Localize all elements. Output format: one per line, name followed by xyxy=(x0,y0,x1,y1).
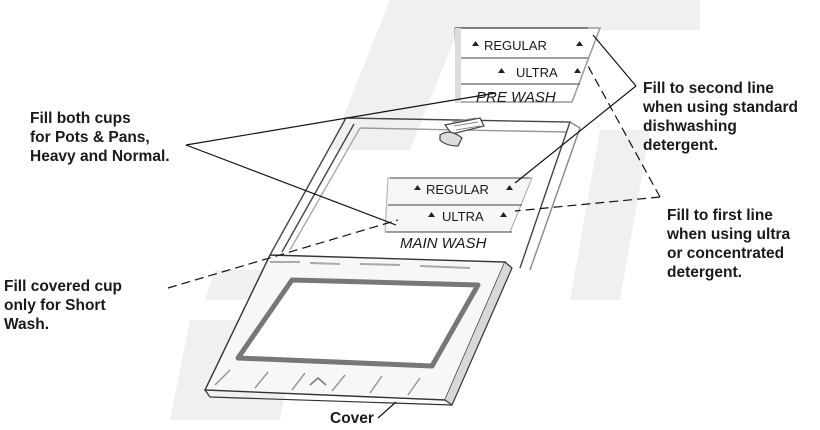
pre-wash-regular-marker-left xyxy=(472,41,479,46)
main-wash-ultra-marker-left xyxy=(428,212,435,217)
callout-cover: Cover xyxy=(330,410,374,427)
leader-both-cups-main-wash xyxy=(185,144,397,226)
main-wash-ultra-marker-right xyxy=(500,212,507,217)
latch-tab xyxy=(439,117,485,147)
leader-first-line-main-wash xyxy=(514,196,661,212)
leader-second-line-main-wash xyxy=(514,85,637,184)
leader-both-cups-pre-wash xyxy=(185,92,497,146)
pre-wash-regular-marker-right xyxy=(576,41,583,46)
callout-fill-both-cups: Fill both cups for Pots & Pans, Heavy an… xyxy=(30,110,170,165)
main-wash-regular-marker-left xyxy=(414,185,421,190)
main-wash-regular-label: REGULAR xyxy=(426,182,489,197)
cover xyxy=(203,254,513,406)
callout-fill-covered-cup: Fill covered cup only for Short Wash. xyxy=(4,278,123,333)
leader-covered-cup xyxy=(167,219,399,289)
pre-wash-ultra-label: ULTRA xyxy=(516,65,558,80)
main-wash-cup-name: MAIN WASH xyxy=(400,235,487,252)
dispenser-body xyxy=(269,117,581,271)
leader-first-line-pre-wash xyxy=(587,65,661,198)
pre-wash-ultra-marker-right xyxy=(574,68,581,73)
main-wash-ultra-label: ULTRA xyxy=(442,209,484,224)
main-wash-regular-marker-right xyxy=(506,185,513,190)
pre-wash-ultra-marker-left xyxy=(498,68,505,73)
leader-second-line-pre-wash xyxy=(592,34,637,87)
cup-labels: REGULAR ULTRA PRE WASH REGULAR ULTRA MAI… xyxy=(400,38,558,252)
main-wash-cup xyxy=(384,177,533,233)
leader-cover xyxy=(377,401,397,419)
leader-lines xyxy=(167,34,661,419)
pre-wash-cup-name: PRE WASH xyxy=(476,89,556,106)
callout-fill-first-line: Fill to first line when using ultra or c… xyxy=(667,207,791,281)
callout-fill-second-line: Fill to second line when using standard … xyxy=(643,80,799,154)
pre-wash-regular-label: REGULAR xyxy=(484,38,547,53)
line-markers xyxy=(414,41,583,217)
pre-wash-cup xyxy=(454,27,602,103)
